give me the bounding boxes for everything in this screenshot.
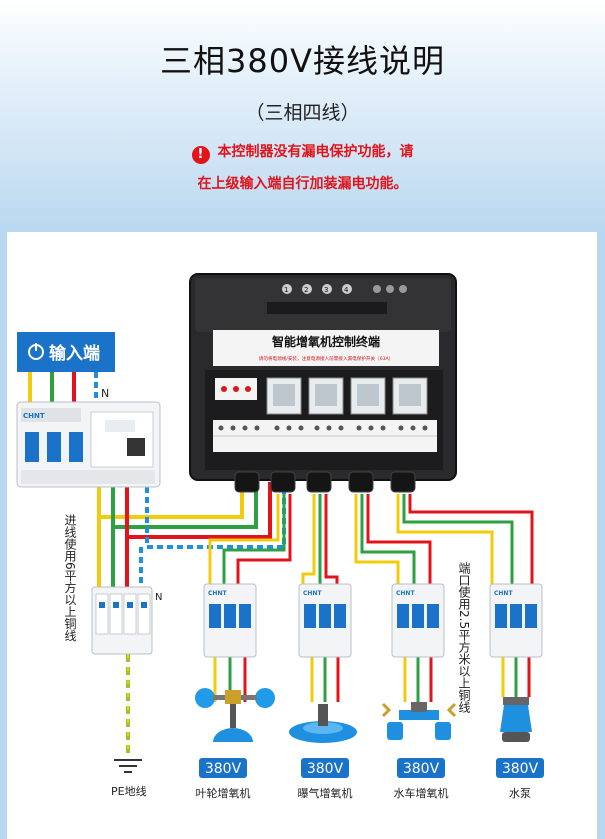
wiring-diagram: 输入端 N CHNT 进线使用6平方以上铜线 bbox=[7, 232, 597, 839]
input-wires bbox=[28, 372, 98, 402]
surge-protector bbox=[91, 586, 153, 655]
right-wire-note: 端口使用2.5平方米以上铜线 bbox=[457, 562, 471, 714]
controller-warning: 请勿将电源线/安装，注意电源接入前需接入漏电保护开关（63A） bbox=[259, 355, 394, 362]
device-name: 水泵 bbox=[509, 787, 531, 800]
input-badge: 输入端 bbox=[17, 332, 115, 372]
breaker-brand: CHNT bbox=[494, 590, 513, 597]
port-number: 1 bbox=[284, 286, 288, 294]
ground-label: PE地线 bbox=[111, 784, 147, 798]
output-wires bbox=[208, 494, 534, 584]
breaker-2: CHNT bbox=[298, 583, 352, 658]
device-name: 水车增氧机 bbox=[394, 786, 449, 800]
warning-icon: ! bbox=[191, 146, 210, 164]
port-numbers: 1 2 3 4 bbox=[282, 284, 407, 294]
device-wires bbox=[213, 657, 531, 702]
paddlewheel-aerator-icon bbox=[195, 688, 275, 742]
bus-wires bbox=[97, 482, 286, 587]
main-breaker: CHNT bbox=[16, 401, 161, 488]
branch-breakers: CHNT CHNT CHNT CHNT bbox=[203, 583, 543, 658]
water-pump-icon bbox=[500, 697, 532, 742]
breaker-4: CHNT bbox=[489, 583, 543, 658]
ground-icon bbox=[114, 759, 142, 773]
port-number: 4 bbox=[344, 286, 349, 294]
aeration-aerator-icon bbox=[289, 704, 357, 743]
spd-neutral-label: N bbox=[155, 592, 162, 603]
left-wire-note: 进线使用6平方以上铜线 bbox=[63, 514, 77, 642]
warning-text-1: 本控制器没有漏电保护功能，请 bbox=[217, 144, 414, 160]
voltage-badge: 380V bbox=[403, 761, 440, 777]
breaker-brand: CHNT bbox=[396, 590, 415, 597]
warning-line-1: ! 本控制器没有漏电保护功能，请 bbox=[0, 141, 605, 164]
device-name: 曝气增氧机 bbox=[298, 786, 353, 800]
neutral-label: N bbox=[101, 387, 109, 400]
breaker-1: CHNT bbox=[203, 583, 257, 658]
breaker-3: CHNT bbox=[391, 583, 445, 658]
port-number: 3 bbox=[324, 286, 328, 294]
cable-glands bbox=[234, 471, 416, 493]
device-name: 叶轮增氧机 bbox=[196, 786, 251, 800]
wiring-diagram-svg: 输入端 N CHNT 进线使用6平方以上铜线 bbox=[16, 273, 544, 800]
page-title: 三相380V接线说明 bbox=[160, 42, 445, 80]
relay-modules bbox=[266, 377, 428, 415]
controller-title: 智能增氧机控制终端 bbox=[271, 334, 380, 349]
warning-text-2: 在上级输入端自行加装漏电功能。 bbox=[197, 176, 408, 192]
waterwheel-aerator-icon bbox=[381, 702, 457, 740]
device-labels: 380V 叶轮增氧机 380V 曝气增氧机 380V 水车增氧机 380V 水泵 bbox=[196, 758, 544, 800]
voltage-badge: 380V bbox=[307, 761, 344, 777]
breaker-brand: CHNT bbox=[303, 590, 322, 597]
port-number: 2 bbox=[304, 286, 308, 294]
controller-box: 1 2 3 4 智能增氧机控制终端 请勿将电源线/安装，注意电源接入前需接入漏电… bbox=[189, 273, 457, 493]
main-breaker-brand: CHNT bbox=[23, 412, 45, 420]
page-subtitle: （三相四线） bbox=[245, 102, 360, 124]
voltage-badge: 380V bbox=[205, 761, 242, 777]
input-label: 输入端 bbox=[49, 343, 100, 364]
voltage-badge: 380V bbox=[502, 761, 539, 777]
breaker-brand: CHNT bbox=[208, 590, 227, 597]
